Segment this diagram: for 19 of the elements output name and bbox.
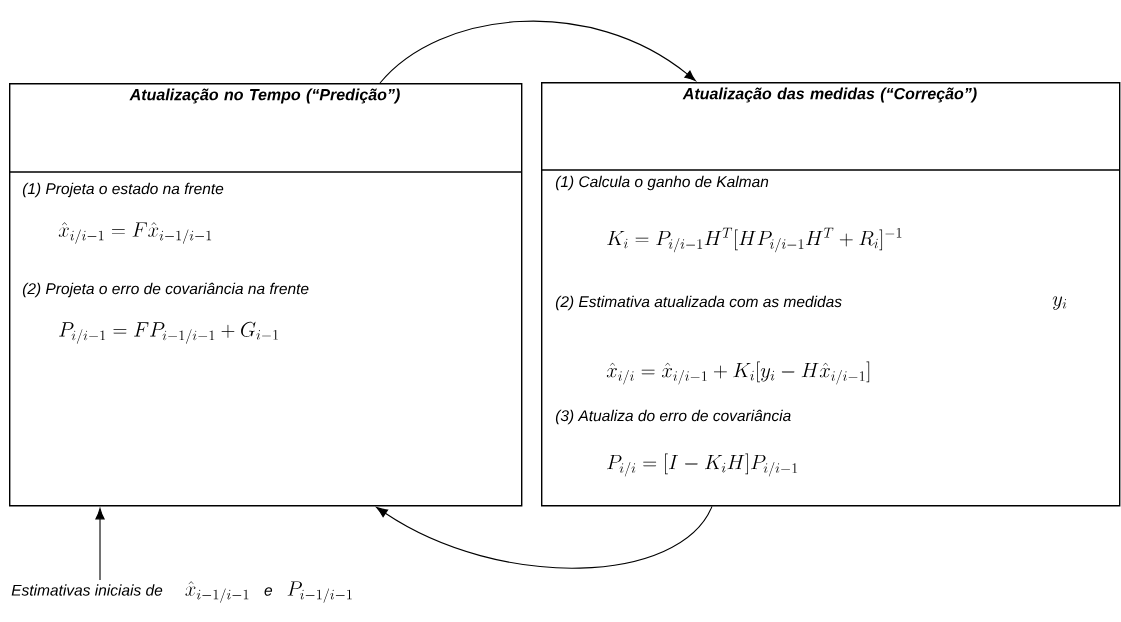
arrow [379, 20, 696, 84]
step-text: (1) Projeta o estado na frente [22, 182, 224, 198]
heading-text: Atualização das medidas (“Correção”) [682, 87, 977, 103]
annotation-text: Estimativas iniciais de $\hat{x}_{i-1/i-1}$ e $P_{i-1/i-1}$ [11, 581, 352, 603]
process-box [540, 82, 1121, 507]
arrow [376, 505, 713, 569]
step-text: (1) Calcula o ganho de Kalman [555, 175, 769, 191]
equation: $y_i$ [1052, 296, 1067, 310]
step-text: (2) Projeta o erro de covariância na frente [22, 282, 309, 298]
equation: $\hat{x}_{i/i} = \hat{x}_{i/i-1} + K_i[y_i - H\hat{x}_{i/i-1}]$ [606, 361, 870, 385]
arrow [95, 508, 105, 581]
step-text: (3) Atualiza do erro de covariância [555, 409, 791, 425]
equation: $P_{i/i-1} = FP_{i-1/i-1} + G_{i-1}$ [59, 321, 278, 344]
equation: $\hat{x}_{i/i-1} = F\hat{x}_{i-1/i-1}$ [58, 222, 212, 244]
heading-text: Atualização no Tempo (“Predição”) [129, 88, 400, 104]
equation: $K_i = P_{i/i-1}H^T[HP_{i/i-1}H^T + R_i]^{-1}$ [607, 227, 902, 253]
step-text: (2) Estimativa atualizada com as medidas [555, 295, 842, 311]
equation: $P_{i/i} = [I - K_i H]P_{i/i-1}$ [607, 453, 798, 477]
process-box [8, 83, 523, 507]
